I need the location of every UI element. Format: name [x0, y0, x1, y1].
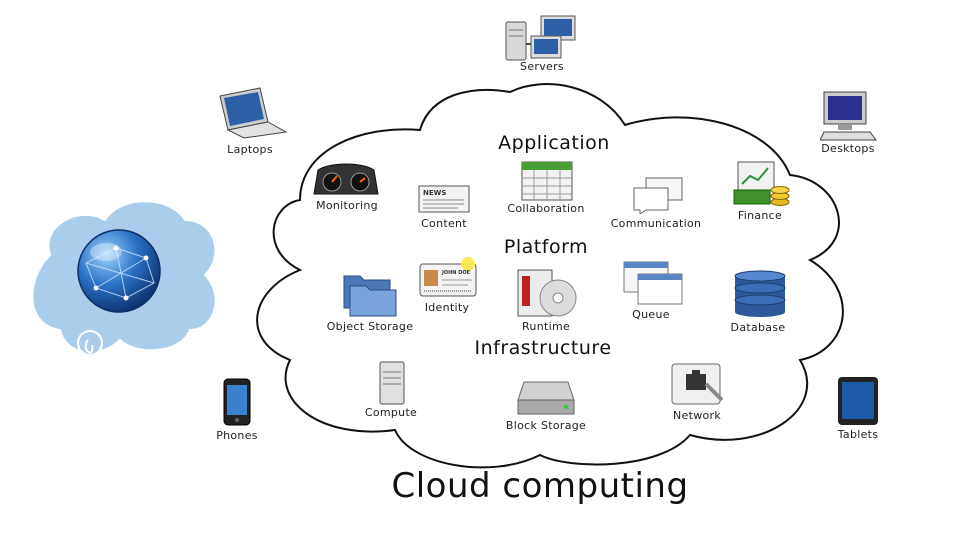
chat-bubbles-icon: [633, 177, 683, 214]
database-icon: [734, 270, 786, 317]
section-infrastructure: Infrastructure: [474, 337, 612, 359]
database-label: Database: [730, 321, 786, 334]
laptops-label: Laptops: [227, 143, 273, 156]
phone-icon: [223, 378, 251, 426]
id-badge-name: JOHN DOE: [441, 270, 471, 276]
folder-icon: [343, 275, 397, 317]
globe-icon: [77, 229, 161, 313]
section-application: Application: [498, 132, 610, 154]
id-badge-icon: JOHN DOE: [419, 257, 477, 297]
compute-server-icon: [379, 361, 405, 405]
finance-label: Finance: [737, 209, 783, 222]
newspaper-heading: NEWS: [423, 189, 446, 197]
monitoring-label: Monitoring: [316, 199, 378, 212]
desktop-icon: [820, 91, 877, 141]
network-port-icon: [671, 363, 724, 405]
communication-label: Communication: [610, 217, 702, 230]
laptop-icon: [219, 87, 288, 139]
queue-label: Queue: [632, 308, 670, 321]
runtime-icon: [517, 269, 577, 317]
collaboration-label: Collaboration: [507, 202, 585, 215]
runtime-label: Runtime: [521, 320, 571, 333]
identity-label: Identity: [424, 301, 470, 314]
tablet-icon: [838, 377, 878, 425]
newspaper-icon: NEWS: [418, 185, 470, 213]
object-storage-label: Object Storage: [326, 320, 414, 333]
servers-label: Servers: [520, 60, 564, 73]
section-platform: Platform: [503, 236, 589, 258]
desktops-label: Desktops: [821, 142, 875, 155]
servers-icon: [505, 15, 576, 61]
network-label: Network: [672, 409, 722, 422]
compute-label: Compute: [364, 406, 418, 419]
block-storage-label: Block Storage: [505, 419, 587, 432]
content-label: Content: [421, 217, 467, 230]
hard-drive-icon: [517, 381, 575, 415]
calendar-icon: [521, 161, 573, 201]
finance-icon: [733, 161, 790, 206]
queue-icon: [623, 261, 683, 305]
gauge-icon: [313, 163, 379, 195]
phones-label: Phones: [216, 429, 258, 442]
tablets-label: Tablets: [837, 428, 879, 441]
diagram-title: Cloud computing: [391, 466, 689, 506]
